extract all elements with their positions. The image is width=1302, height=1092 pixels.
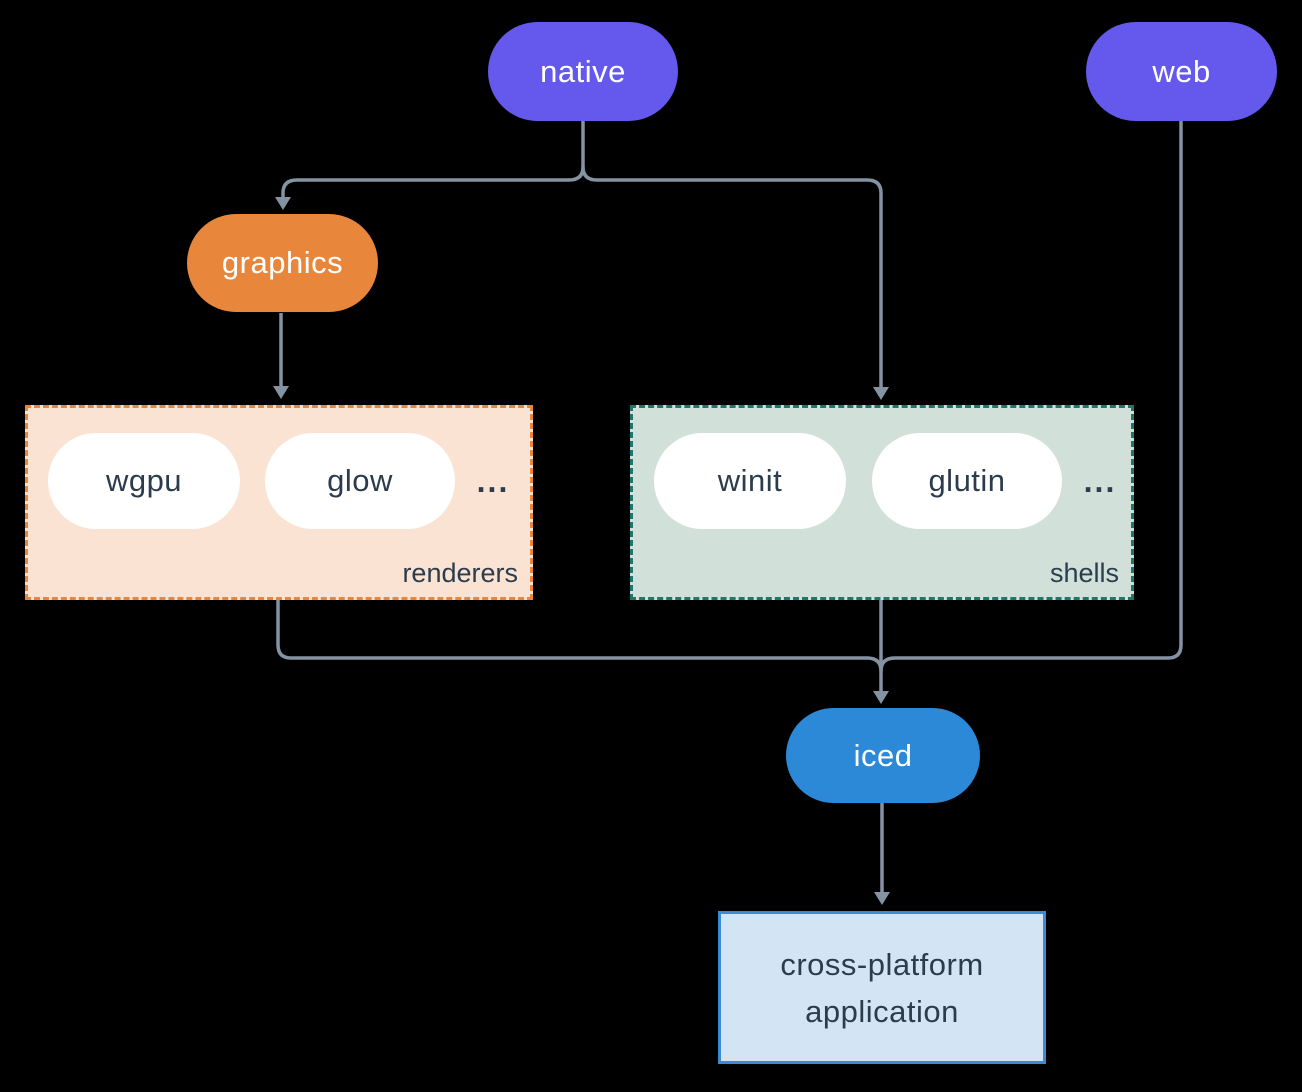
node-glutin: glutin xyxy=(872,433,1062,529)
ellipsis-shells: ... xyxy=(1083,462,1117,499)
node-web: web xyxy=(1086,22,1277,121)
edge-native-to-graphics xyxy=(281,121,585,197)
ellipsis-renderers: ... xyxy=(476,462,510,499)
edge-native-to-shells xyxy=(581,166,883,387)
node-iced: iced xyxy=(786,708,980,803)
node-glow: glow xyxy=(265,433,455,529)
group-label-shells: shells xyxy=(1049,558,1119,588)
app-box-line2: application xyxy=(805,993,959,1029)
arrowhead-app xyxy=(874,892,890,905)
group-renderers: wgpu glow ... renderers xyxy=(25,405,533,600)
edge-renderers-to-iced xyxy=(276,600,883,672)
app-box-line1: cross-platform xyxy=(780,946,984,982)
group-shells: winit glutin ... shells xyxy=(630,405,1134,600)
node-wgpu: wgpu xyxy=(48,433,240,529)
arrowhead-renderers xyxy=(273,386,289,399)
arrowhead-iced xyxy=(873,691,889,704)
app-box: cross-platform application xyxy=(718,911,1046,1064)
node-winit: winit xyxy=(654,433,846,529)
arrowhead-graphics xyxy=(275,197,291,210)
node-native: native xyxy=(488,22,678,121)
arrowhead-shells xyxy=(873,387,889,400)
node-graphics: graphics xyxy=(187,214,378,312)
group-label-renderers: renderers xyxy=(402,558,518,588)
